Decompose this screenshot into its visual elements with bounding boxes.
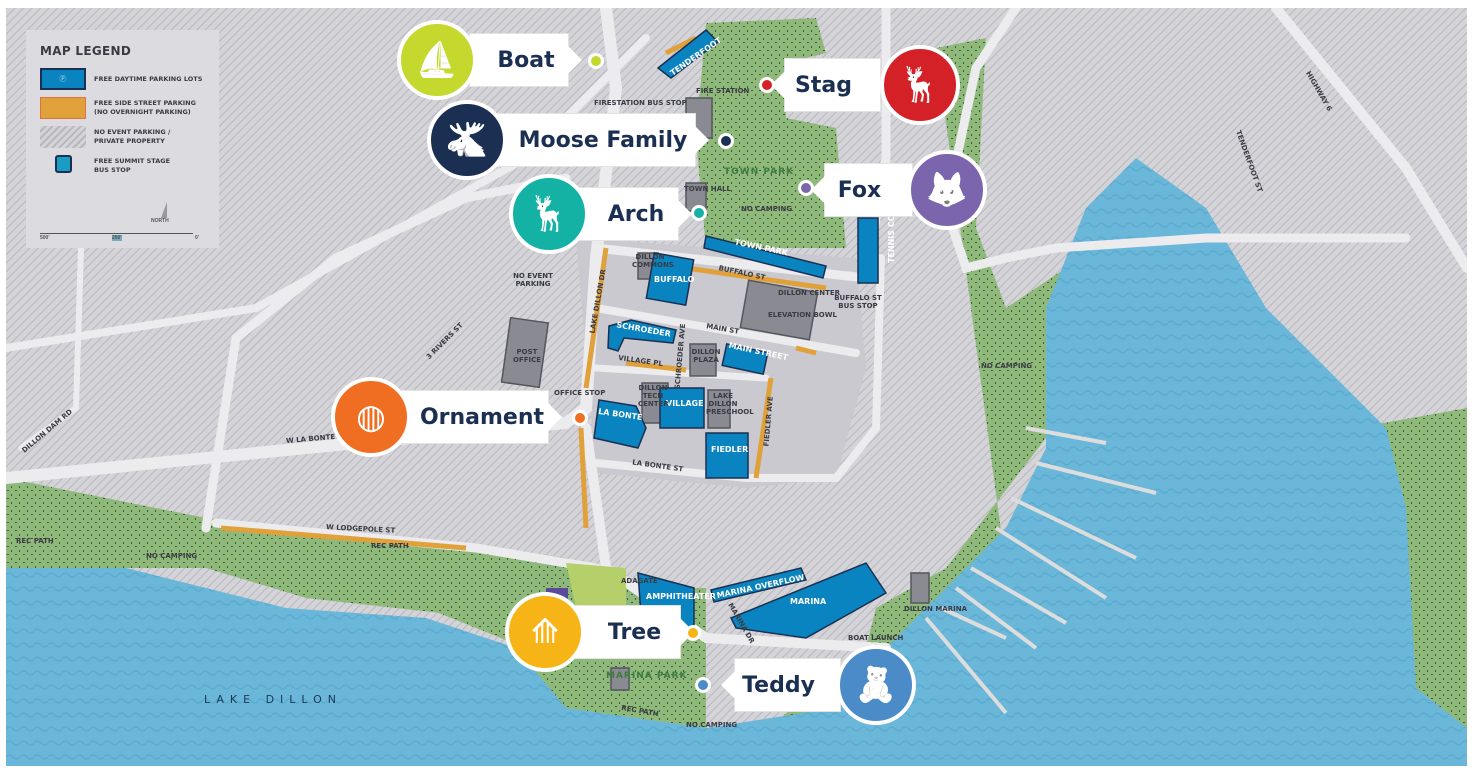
street-parking xyxy=(220,35,827,551)
location-dot[interactable] xyxy=(572,410,588,426)
street-label: REC PATH xyxy=(371,542,409,550)
map-base xyxy=(6,8,1467,766)
bus-icon xyxy=(40,155,86,177)
location-dot[interactable] xyxy=(695,677,711,693)
place-label: ADAGATE xyxy=(621,577,658,585)
parking-lot-label: BUFFALO xyxy=(654,275,695,284)
parking-lot-label: AMPHITHEATER xyxy=(646,592,716,601)
place-label: NO EVENT PARKING xyxy=(513,272,553,289)
place-label: DILLON TECH CENTER xyxy=(638,384,669,409)
scale-label: 0' xyxy=(195,235,199,241)
place-label: LAKE DILLON PRESCHOOL xyxy=(706,392,754,417)
parking-lot-label: VILLAGE xyxy=(666,399,704,408)
map-legend: MAP LEGEND Ⓟ FREE DAYTIME PARKING LOTS F… xyxy=(26,30,219,248)
legend-label: NO EVENT PARKING /PRIVATE PROPERTY xyxy=(94,128,170,146)
marker-label[interactable]: Tree xyxy=(575,606,680,658)
scale-label: 500' xyxy=(40,235,50,241)
location-dot[interactable] xyxy=(759,77,775,93)
park-label: TOWN PARK xyxy=(724,167,795,177)
place-label: BUFFALO ST BUS STOP xyxy=(834,294,882,311)
teddy-bear-icon[interactable]: 🧸 xyxy=(836,645,916,725)
private-swatch xyxy=(40,126,86,148)
park-label: NO CAMPING xyxy=(741,205,793,213)
place-label: DILLON PLAZA xyxy=(691,348,721,365)
marker-label[interactable]: Fox xyxy=(825,164,912,216)
marker-pointer xyxy=(678,200,692,228)
legend-label-line: BUS STOP xyxy=(94,166,131,174)
lake-dillon xyxy=(6,158,1467,766)
scale-bar: 500' 250' 0' xyxy=(40,233,199,241)
legend-label-line: (NO OVERNIGHT PARKING) xyxy=(94,108,191,116)
parking-lots xyxy=(593,28,888,639)
marker-pointer xyxy=(811,176,825,204)
place-label: TOWN HALL xyxy=(684,185,731,193)
legend-title: MAP LEGEND xyxy=(40,44,132,58)
park-label: NO CAMPING xyxy=(686,721,738,729)
lake-label: LAKE DILLON xyxy=(204,693,343,706)
park-label: MARINA PARK xyxy=(606,671,688,681)
marker-label[interactable]: Moose Family xyxy=(497,114,695,166)
legend-item-no-event-parking: NO EVENT PARKING /PRIVATE PROPERTY xyxy=(40,126,205,148)
marker-label[interactable]: Arch xyxy=(580,188,678,240)
parking-swatch: Ⓟ xyxy=(40,68,86,90)
marker-pointer xyxy=(721,671,735,699)
marina-docks xyxy=(924,426,1157,715)
ornament-icon[interactable]: ◍ xyxy=(331,377,411,457)
marker-pointer xyxy=(548,403,562,431)
place-label: DILLON CENTER xyxy=(778,289,841,297)
place-label: POST OFFICE xyxy=(512,348,542,365)
legend-item-parking-lots: Ⓟ FREE DAYTIME PARKING LOTS xyxy=(40,68,205,90)
place-label: DILLON COMMONS xyxy=(632,253,674,270)
place-label: FIRE STATION xyxy=(696,87,750,95)
sailboat-icon[interactable]: ⛵ xyxy=(397,20,477,100)
north-label: NORTH xyxy=(151,218,169,224)
leaping-deer-wreath-icon[interactable]: 🦌 xyxy=(509,174,589,254)
marker-pointer xyxy=(695,126,709,154)
place-label: OFFICE STOP xyxy=(554,389,606,397)
marker-pointer xyxy=(568,46,582,74)
park-label: NO CAMPING xyxy=(146,552,198,560)
location-dot[interactable] xyxy=(718,133,734,149)
marker-label[interactable]: Boat xyxy=(470,34,568,86)
place-label: BOAT LAUNCH xyxy=(848,634,904,642)
parking-lot-label: MARINA xyxy=(790,597,827,606)
marker-pointer xyxy=(771,71,785,99)
fox-icon[interactable]: 🦊 xyxy=(907,150,987,230)
legend-label-line: PRIVATE PROPERTY xyxy=(94,137,165,145)
legend-label-line: FREE SIDE STREET PARKING xyxy=(94,99,196,108)
buildings xyxy=(500,97,930,691)
parking-lot-label: FIEDLER xyxy=(711,445,749,454)
legend-label: FREE DAYTIME PARKING LOTS xyxy=(94,74,203,83)
place-label: ELEVATION BOWL xyxy=(768,311,837,319)
stag-icon[interactable]: 🦌 xyxy=(880,45,960,125)
north-arrow: NORTH xyxy=(151,202,169,224)
legend-label-line: FREE SUMMIT STAGE xyxy=(94,157,171,166)
location-dot[interactable] xyxy=(691,205,707,221)
park-label: NO CAMPING xyxy=(981,362,1033,370)
place-label: FIRESTATION BUS STOP xyxy=(594,99,687,107)
place-label: DILLON MARINA xyxy=(904,605,967,613)
lawn xyxy=(566,563,626,608)
street-label: REC PATH xyxy=(16,537,54,545)
marker-label[interactable]: Stag xyxy=(785,59,880,111)
location-dot[interactable] xyxy=(588,53,604,69)
town-park-area xyxy=(696,18,846,248)
street-parking-swatch xyxy=(40,97,86,119)
marker-label[interactable]: Ornament xyxy=(402,391,548,443)
legend-label: FREE SIDE STREET PARKING(NO OVERNIGHT PA… xyxy=(94,99,196,117)
scale-label: 250' xyxy=(112,235,122,241)
location-dot[interactable] xyxy=(685,625,701,641)
legend-item-street-parking: FREE SIDE STREET PARKING(NO OVERNIGHT PA… xyxy=(40,97,205,119)
moose-icon[interactable]: 🫎 xyxy=(427,100,507,180)
marker-label[interactable]: Teddy xyxy=(735,659,840,711)
light-tree-icon[interactable]: ⟰ xyxy=(505,592,585,672)
location-dot[interactable] xyxy=(798,180,814,196)
legend-label-line: NO EVENT PARKING / xyxy=(94,128,171,137)
